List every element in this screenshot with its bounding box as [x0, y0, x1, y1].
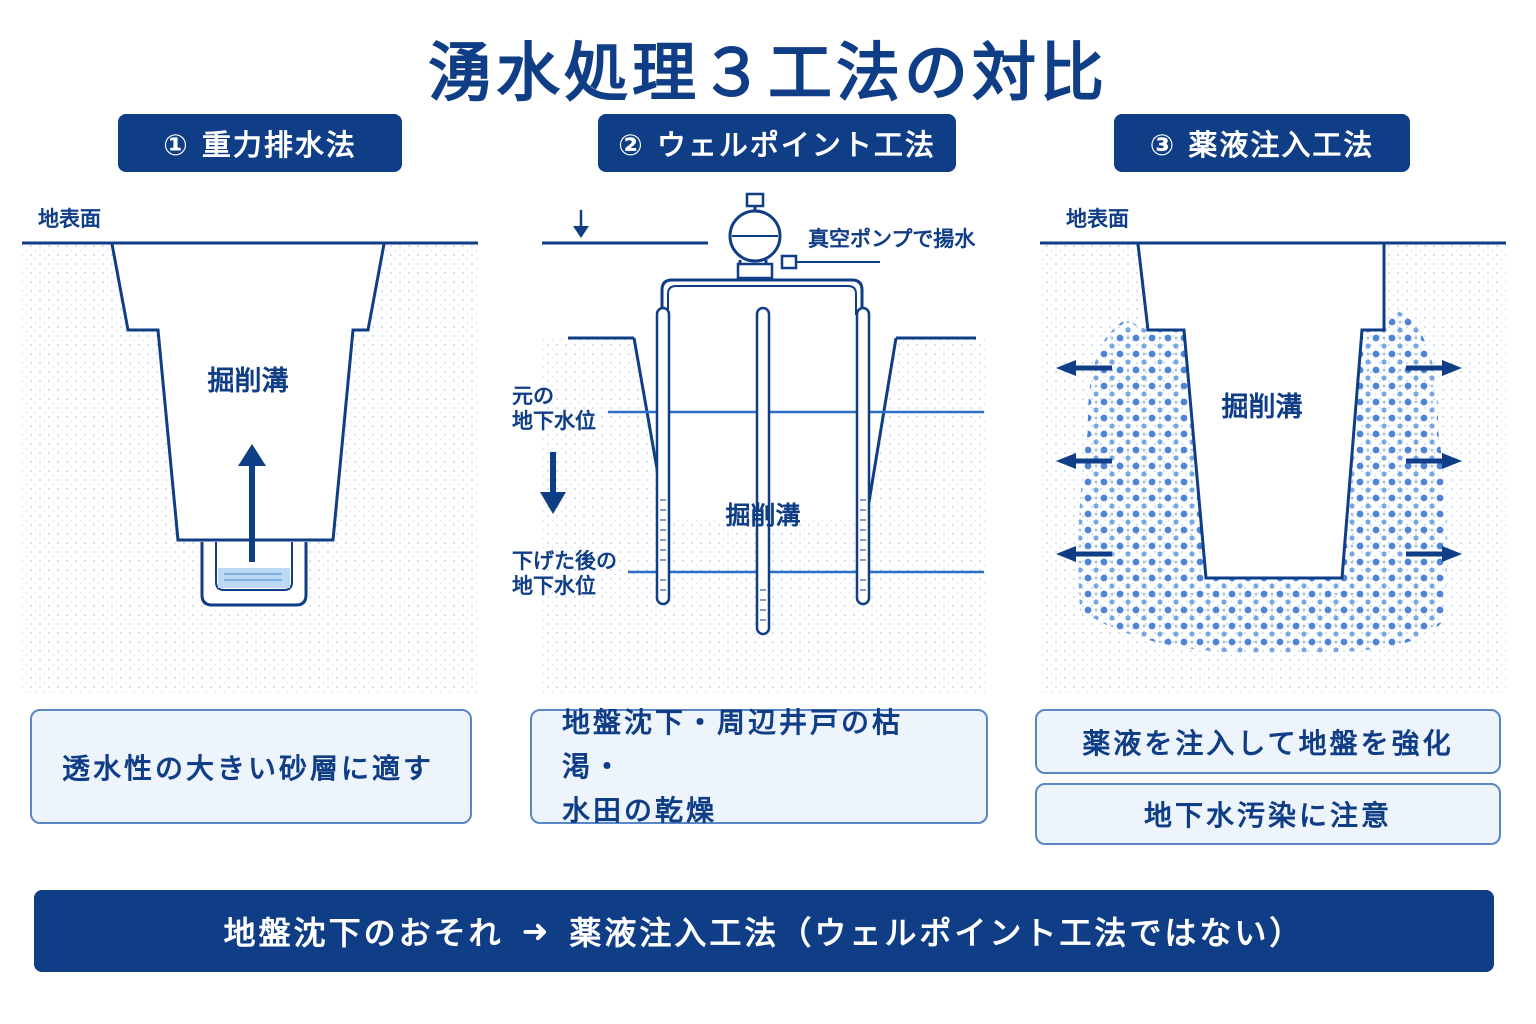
injection-arrows-right [1406, 360, 1462, 562]
method-badge-wellpoint: ② ウェルポイント工法 [598, 114, 956, 172]
header-pipe [660, 278, 864, 315]
note-gravity-text: 透水性の大きい砂層に適す [62, 751, 435, 785]
note-wellpoint-text-line2: 水田の乾燥 [562, 793, 718, 827]
chemical-grouting-svg: 地表面 掘削溝 [1040, 207, 1506, 692]
well-point-left [655, 306, 671, 606]
wellpoint-svg: 真空ポンプで揚水 元の 地下水位 下げた後の 地下水位 掘削溝 [512, 192, 985, 692]
original-level-label-line1: 元の [512, 384, 554, 408]
method-badge-gravity: ① 重力排水法 [118, 114, 402, 172]
collected-water [218, 568, 290, 588]
note-wellpoint: 地盤沈下・周辺井戸の枯渇・ 水田の乾燥 [530, 706, 988, 827]
ground-surface-label: 地表面 [38, 207, 101, 231]
gravity-drainage-svg: 地表面 掘削溝 [22, 207, 478, 692]
summary-bar: 地盤沈下のおそれ ➜ 薬液注入工法（ウェルポイント工法ではない） [34, 890, 1494, 972]
trench-label: 掘削溝 [208, 366, 289, 397]
diagram-gravity-drainage: 地表面 掘削溝 [20, 190, 500, 695]
note-wellpoint-text-line1: 地盤沈下・周辺井戸の枯渇・ [562, 705, 904, 783]
note-chemical-strengthen: 薬液を注入して地盤を強化 [1035, 709, 1501, 774]
method-badge-chemical: ③ 薬液注入工法 [1114, 114, 1410, 172]
right-arrow-icon: ➜ [521, 912, 552, 950]
trench-right-wall [864, 337, 898, 521]
summary-condition: 地盤沈下のおそれ [223, 914, 504, 952]
note-chemical-caution: 地下水汚染に注意 [1035, 783, 1501, 845]
trench-outline [1136, 243, 1386, 580]
note-chemical-caution-text: 地下水汚染に注意 [1143, 799, 1392, 832]
trench-label: 掘削溝 [1222, 392, 1303, 423]
diagram-wellpoint: 真空ポンプで揚水 元の 地下水位 下げた後の 地下水位 掘削溝 [510, 190, 990, 695]
well-point-center [755, 306, 771, 636]
pump-label: 真空ポンプで揚水 [808, 227, 976, 251]
well-point-right [855, 306, 871, 606]
vacuum-pump-icon [728, 192, 880, 280]
page-title: 湧水処理３工法の対比 [428, 37, 1108, 111]
original-level-label-line2: 地下水位 [512, 409, 596, 433]
lowered-level-label-line1: 下げた後の [512, 549, 617, 573]
grouted-zone [1078, 310, 1447, 654]
note-gravity: 透水性の大きい砂層に適す [30, 709, 472, 824]
trench-label: 掘削溝 [725, 501, 800, 530]
lowered-level-label-line2: 地下水位 [512, 574, 596, 598]
ground-surface-label: 地表面 [1066, 207, 1129, 231]
diagram-chemical-grouting: 地表面 掘削溝 [1036, 190, 1516, 695]
note-chemical-strengthen-text: 薬液を注入して地盤を強化 [1082, 726, 1454, 760]
trench-outline [110, 243, 386, 542]
summary-answer: 薬液注入工法（ウェルポイント工法ではない） [569, 914, 1305, 952]
injection-arrows-left [1056, 360, 1112, 562]
